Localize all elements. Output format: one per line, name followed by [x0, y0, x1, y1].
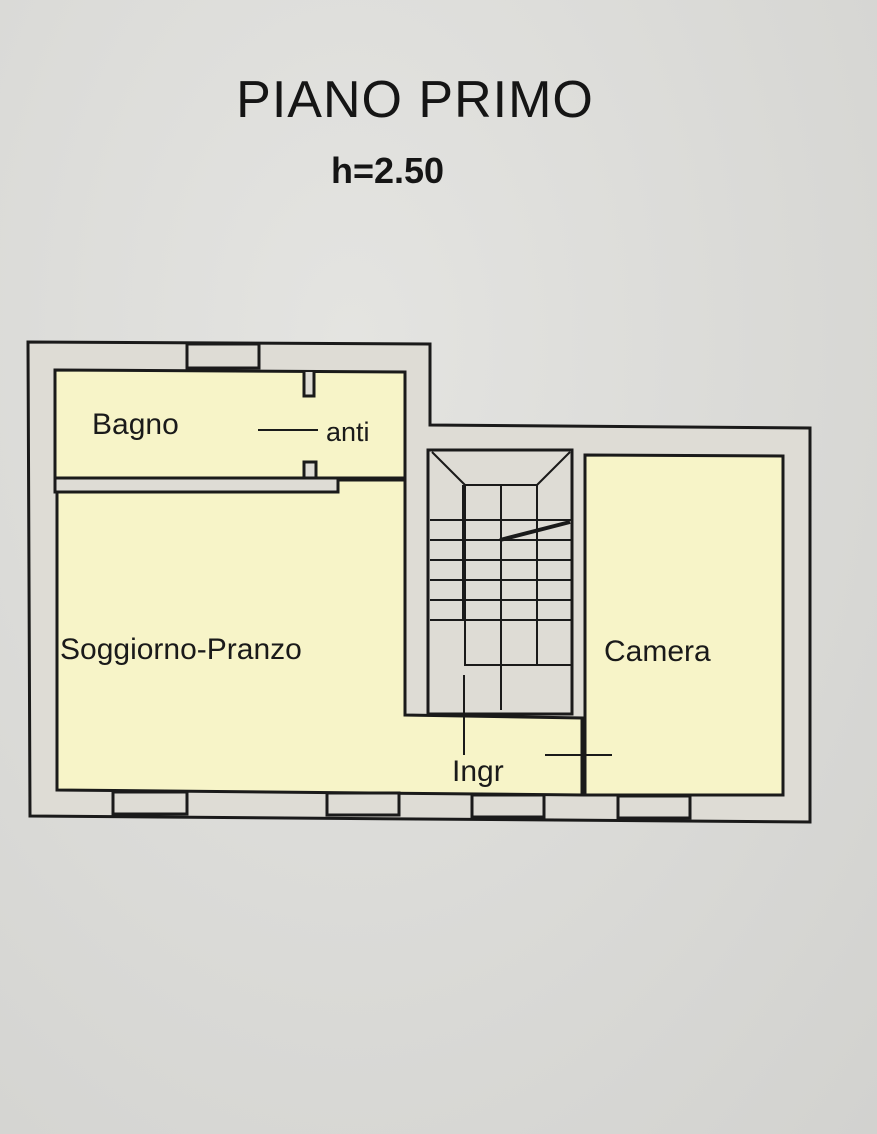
- label-anti: anti: [326, 417, 370, 447]
- window-top: [185, 342, 261, 370]
- floor-title: PIANO PRIMO: [236, 71, 594, 129]
- label-ingresso: Ingr: [452, 755, 504, 788]
- partition-bagno-anti-top: [302, 372, 316, 398]
- label-camera: Camera: [604, 635, 711, 668]
- label-bagno: Bagno: [92, 408, 179, 441]
- room-camera: [583, 453, 785, 797]
- wall-under-bagno: [53, 476, 340, 494]
- staircase: [430, 451, 572, 710]
- label-soggiorno-pranzo: Soggiorno-Pranzo: [60, 633, 302, 666]
- ceiling-height-label: h=2.50: [330, 150, 445, 191]
- room-bagno: [53, 368, 407, 480]
- partition-bagno-anti-bottom: [302, 460, 318, 478]
- windows-bottom: [111, 790, 692, 820]
